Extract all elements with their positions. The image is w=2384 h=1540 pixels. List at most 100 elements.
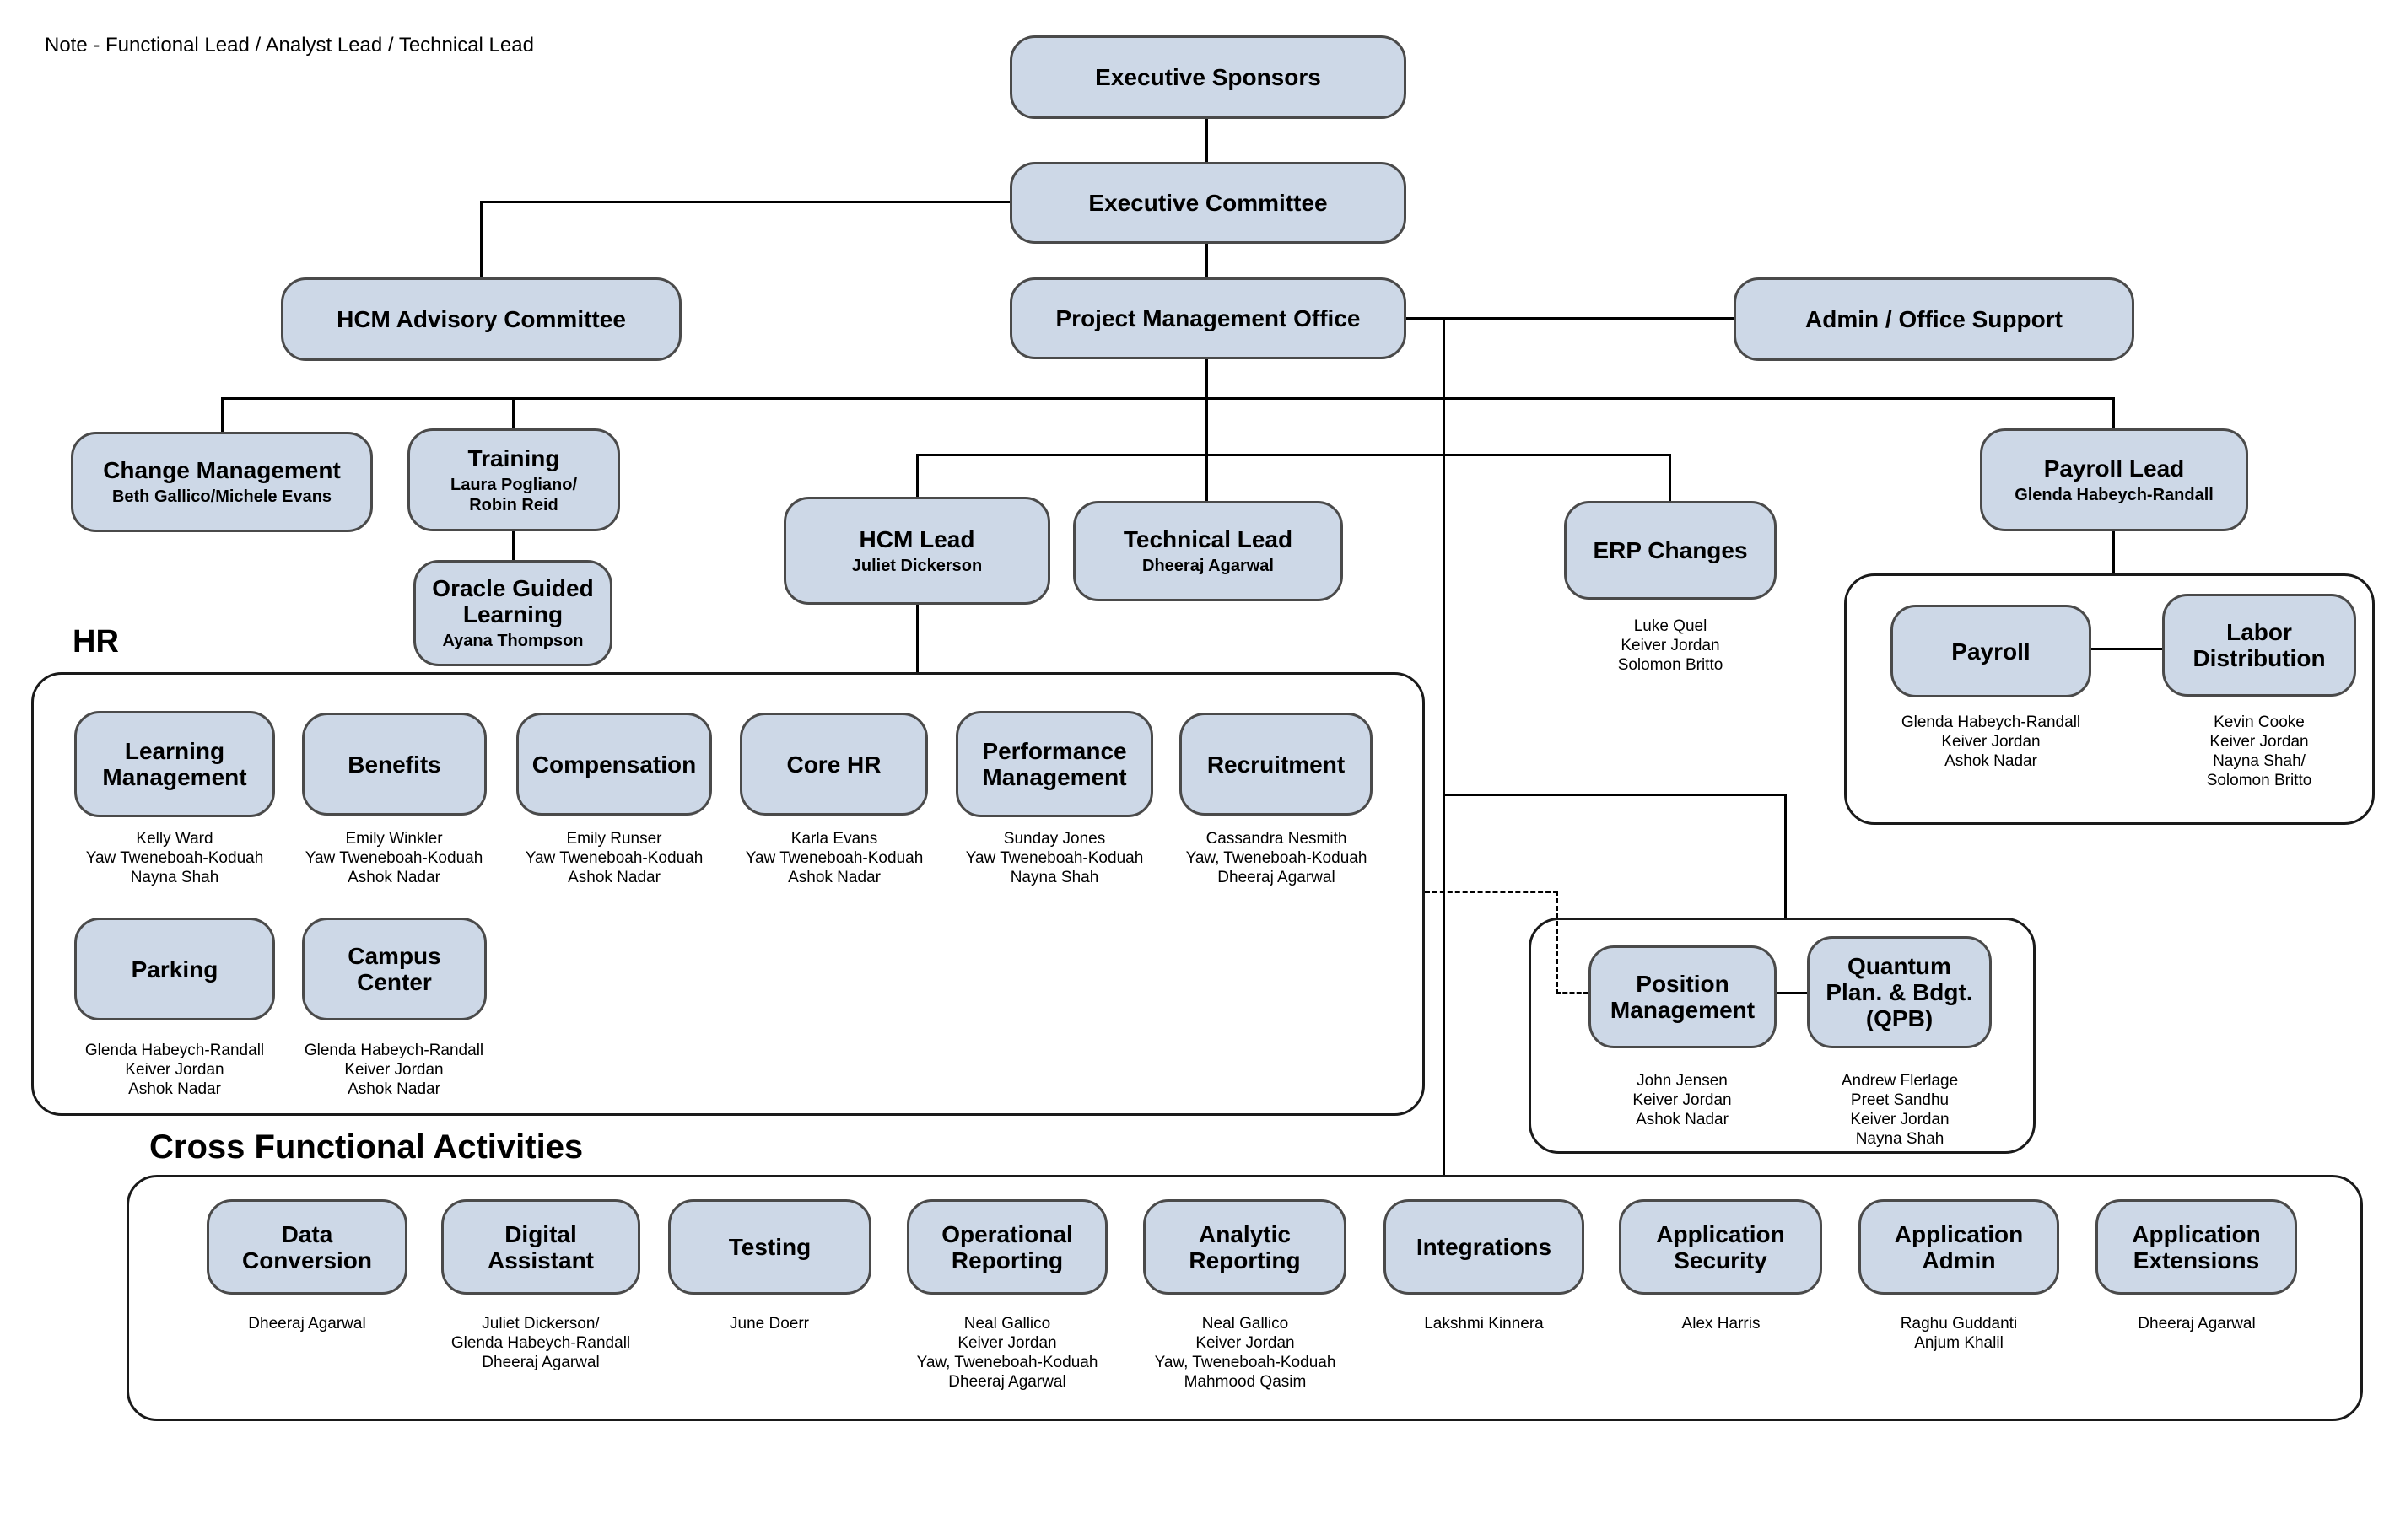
node-subtitle: Beth Gallico/Michele Evans	[111, 487, 332, 506]
node-compensation: Compensation	[516, 713, 712, 816]
names-position-management: John Jensen Keiver Jordan Ashok Nadar	[1632, 1072, 1732, 1128]
node-title: Core HR	[786, 751, 882, 778]
dashed-connector-line	[1556, 992, 1588, 994]
node-title: Position Management	[1610, 971, 1756, 1023]
connector-line	[2112, 531, 2115, 573]
node-project-management-office: Project Management Office	[1010, 277, 1406, 359]
node-application-security: Application Security	[1619, 1199, 1822, 1295]
names-campus-center: Glenda Habeych-Randall Keiver Jordan Ash…	[304, 1042, 484, 1098]
node-title: Testing	[728, 1234, 812, 1260]
names-performance-management: Sunday Jones Yaw Tweneboah-Koduah Nayna …	[965, 830, 1144, 886]
names-data-conversion: Dheeraj Agarwal	[248, 1315, 366, 1333]
node-application-admin: Application Admin	[1858, 1199, 2059, 1295]
node-recruitment: Recruitment	[1179, 713, 1373, 816]
names-application-extensions: Dheeraj Agarwal	[2138, 1315, 2256, 1333]
names-analytic-reporting: Neal Gallico Keiver Jordan Yaw, Tweneboa…	[1154, 1315, 1336, 1391]
node-learning-management: Learning Management	[74, 711, 275, 817]
node-subtitle: Juliet Dickerson	[851, 556, 983, 575]
node-hcm-lead: HCM Lead Juliet Dickerson	[784, 497, 1050, 605]
node-labor-distribution: Labor Distribution	[2162, 594, 2356, 697]
node-integrations: Integrations	[1383, 1199, 1584, 1295]
node-title: Operational Reporting	[941, 1220, 1073, 1273]
node-title: Digital Assistant	[487, 1220, 595, 1273]
names-benefits: Emily Winkler Yaw Tweneboah-Koduah Ashok…	[305, 830, 483, 886]
connector-line	[481, 201, 1011, 203]
node-title: HCM Lead	[859, 525, 975, 552]
node-position-management: Position Management	[1588, 945, 1777, 1048]
node-testing: Testing	[668, 1199, 871, 1295]
names-erp-changes: Luke Quel Keiver Jordan Solomon Britto	[1617, 617, 1723, 674]
connector-line	[1205, 244, 1208, 277]
node-title: Payroll Lead	[2043, 455, 2185, 482]
names-digital-assistant: Juliet Dickerson/ Glenda Habeych-Randall…	[450, 1315, 631, 1371]
node-performance-management: Performance Management	[956, 711, 1153, 817]
connector-line	[512, 397, 515, 428]
connector-line	[1443, 794, 1787, 796]
node-subtitle: Ayana Thompson	[442, 632, 584, 650]
node-technical-lead: Technical Lead Dheeraj Agarwal	[1073, 501, 1343, 601]
node-executive-committee: Executive Committee	[1010, 162, 1406, 244]
node-analytic-reporting: Analytic Reporting	[1143, 1199, 1346, 1295]
node-payroll: Payroll	[1890, 605, 2091, 697]
node-executive-sponsors: Executive Sponsors	[1010, 35, 1406, 119]
node-oracle-guided-learning: Oracle Guided Learning Ayana Thompson	[413, 560, 612, 666]
node-title: Executive Sponsors	[1095, 64, 1321, 90]
node-title: HCM Advisory Committee	[337, 306, 626, 332]
connector-line	[1784, 794, 1787, 918]
node-subtitle: Dheeraj Agarwal	[1142, 557, 1274, 575]
node-title: Training	[467, 444, 560, 471]
connector-line	[221, 397, 2114, 400]
node-erp-changes: ERP Changes	[1564, 501, 1777, 600]
node-digital-assistant: Digital Assistant	[441, 1199, 640, 1295]
connector-line	[512, 531, 515, 560]
names-qpb: Andrew Flerlage Preet Sandhu Keiver Jord…	[1841, 1072, 1959, 1148]
names-operational-reporting: Neal Gallico Keiver Jordan Yaw, Tweneboa…	[916, 1315, 1098, 1391]
node-title: Compensation	[531, 751, 697, 778]
node-title: Analytic Reporting	[1189, 1220, 1301, 1273]
connector-line	[916, 605, 919, 672]
node-campus-center: Campus Center	[302, 918, 487, 1020]
node-title: Recruitment	[1206, 751, 1346, 778]
names-application-admin: Raghu Guddanti Anjum Khalil	[1900, 1315, 2018, 1352]
connector-line	[1777, 992, 1807, 994]
connector-line	[1406, 317, 1734, 320]
node-benefits: Benefits	[302, 713, 487, 816]
node-title: Change Management	[103, 457, 341, 483]
node-title: Payroll	[1951, 638, 2031, 665]
node-title: Integrations	[1416, 1234, 1552, 1260]
node-hcm-advisory-committee: HCM Advisory Committee	[281, 277, 682, 361]
node-title: Oracle Guided Learning	[432, 575, 594, 627]
node-title: Quantum Plan. & Bdgt. (QPB)	[1826, 953, 1973, 1031]
legend-note: Note - Functional Lead / Analyst Lead / …	[45, 34, 534, 57]
names-recruitment: Cassandra Nesmith Yaw, Tweneboah-Koduah …	[1185, 830, 1367, 886]
names-testing: June Doerr	[730, 1315, 809, 1333]
node-title: Parking	[131, 956, 218, 983]
connector-line	[916, 454, 1671, 456]
names-labor-distribution: Kevin Cooke Keiver Jordan Nayna Shah/ So…	[2206, 713, 2312, 789]
node-title: Project Management Office	[1055, 305, 1361, 331]
node-title: Campus Center	[348, 943, 441, 995]
connector-line	[480, 201, 483, 277]
node-operational-reporting: Operational Reporting	[907, 1199, 1108, 1295]
connector-line	[2112, 397, 2115, 428]
connector-line	[1205, 119, 1208, 162]
node-subtitle: Glenda Habeych-Randall	[2015, 485, 2214, 504]
connector-line	[1205, 359, 1208, 501]
node-title: Application Admin	[1894, 1220, 2024, 1273]
dashed-connector-line	[1556, 891, 1558, 994]
cfa-section-label: Cross Functional Activities	[149, 1128, 584, 1166]
names-payroll: Glenda Habeych-Randall Keiver Jordan Ash…	[1901, 713, 2081, 770]
node-title: ERP Changes	[1593, 537, 1748, 563]
node-admin-office-support: Admin / Office Support	[1734, 277, 2134, 361]
connector-line	[221, 397, 224, 432]
node-parking: Parking	[74, 918, 275, 1020]
names-learning-management: Kelly Ward Yaw Tweneboah-Koduah Nayna Sh…	[85, 830, 264, 886]
node-subtitle: Laura Pogliano/ Robin Reid	[450, 475, 578, 514]
node-title: Executive Committee	[1088, 190, 1328, 216]
node-core-hr: Core HR	[740, 713, 928, 816]
node-data-conversion: Data Conversion	[207, 1199, 407, 1295]
connector-line	[1669, 454, 1671, 501]
names-compensation: Emily Runser Yaw Tweneboah-Koduah Ashok …	[525, 830, 704, 886]
node-title: Benefits	[348, 751, 441, 778]
